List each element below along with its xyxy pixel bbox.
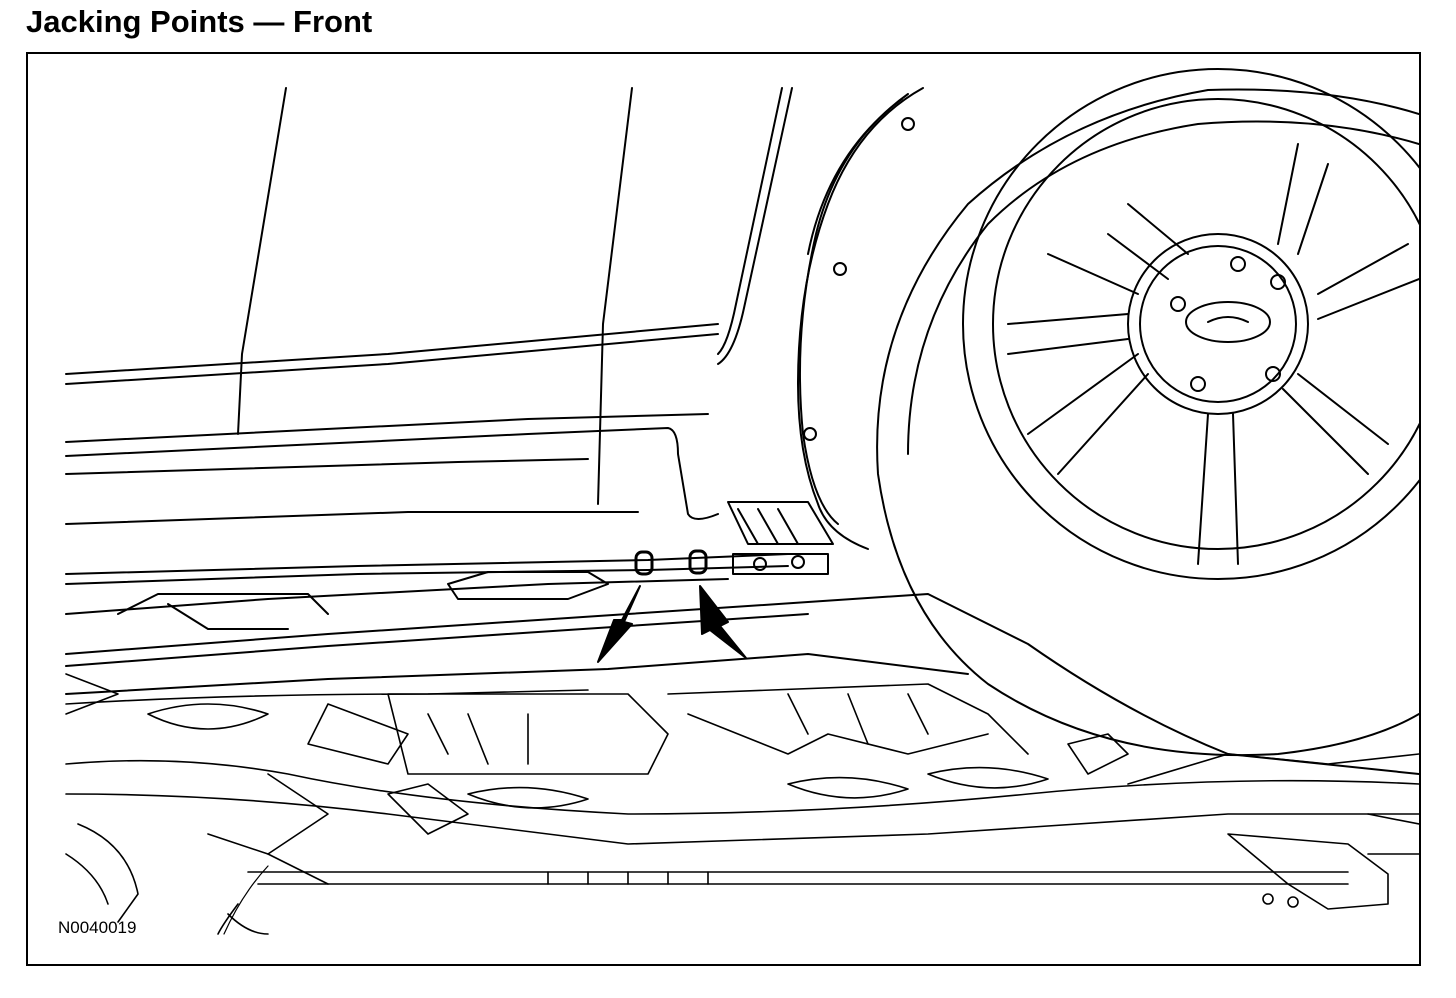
front-wheel [876, 68, 1419, 757]
jacking-point-right [688, 549, 708, 575]
illustration-frame [26, 52, 1421, 966]
leader-line [223, 865, 269, 935]
jacking-points [634, 549, 708, 576]
callout-arrows [597, 585, 747, 663]
jacking-point-left [634, 550, 654, 576]
door-panel [65, 87, 793, 585]
page-title: Jacking Points — Front [26, 4, 373, 39]
arrow-right-icon [699, 585, 747, 659]
arrow-left-icon [597, 585, 641, 663]
frame-rail [65, 571, 1419, 775]
vehicle-underbody-illustration [65, 68, 1419, 935]
underbody-components [65, 673, 1419, 935]
figure-id-label: N0040019 [58, 918, 137, 937]
wheel-arch [727, 87, 924, 575]
